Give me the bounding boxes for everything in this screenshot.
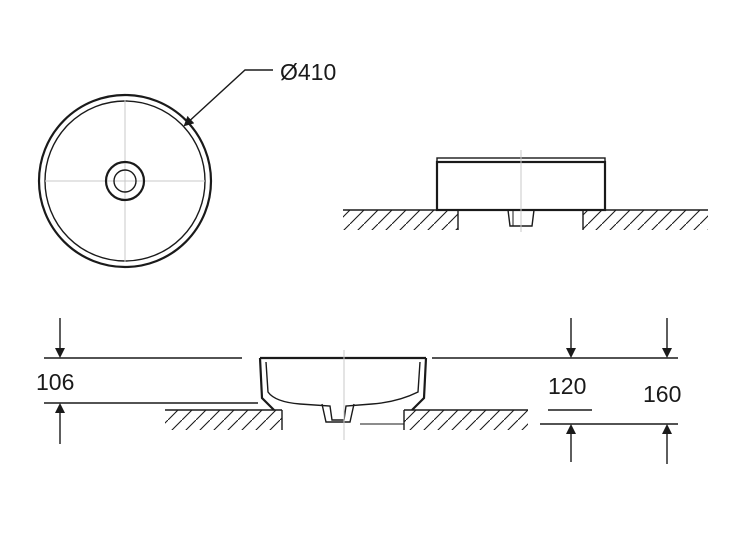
section-outer-wall-right — [411, 357, 428, 411]
section-hatch-right — [404, 410, 528, 430]
dim-106-label: 106 — [36, 369, 74, 395]
diameter-leader — [183, 69, 273, 127]
dim-120-label: 120 — [548, 373, 586, 399]
side-hatch-left — [343, 210, 458, 230]
side-view — [343, 150, 708, 232]
side-hatch-right — [583, 210, 708, 230]
dim-160-label: 160 — [643, 381, 681, 407]
section-inner-bowl — [265, 361, 421, 421]
diameter-label: Ø410 — [280, 59, 336, 85]
section-hatch-left — [165, 410, 282, 430]
drain-inner — [113, 169, 137, 193]
drain-outer — [104, 160, 146, 202]
section-outer-wall-left — [258, 357, 275, 411]
basin-outer-rim — [37, 93, 213, 269]
section-drain — [321, 403, 355, 423]
top-view: Ø410 — [37, 59, 336, 269]
section-view: 106 120 160 — [36, 318, 681, 464]
